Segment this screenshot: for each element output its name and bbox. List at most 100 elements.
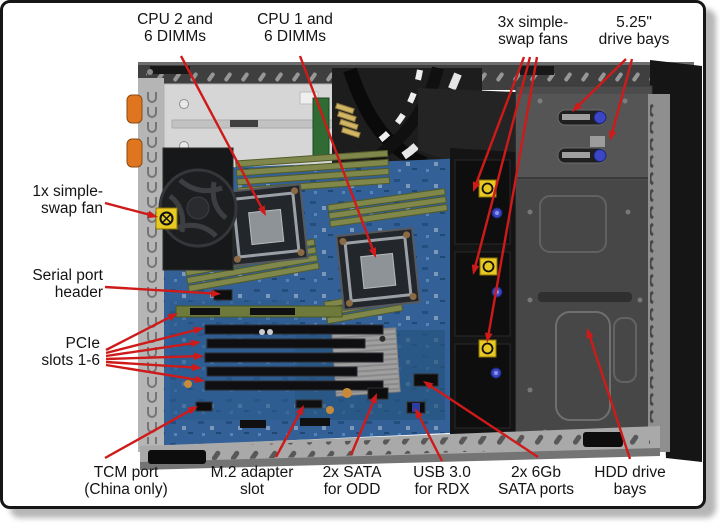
- cpu1-arrow: [298, 55, 375, 252]
- sata-6gb-arrow: [428, 383, 539, 459]
- hdd-arrow-head: [586, 328, 594, 339]
- callout-tcm-line1: TCM port: [93, 464, 159, 481]
- callout-serial-line2: header: [54, 283, 103, 301]
- callout-fan-1x: 1x simple- swap fan: [6, 183, 103, 217]
- fan3x-arrow-1-head: [472, 181, 481, 192]
- callout-fan1x-line2: swap fan: [40, 199, 103, 217]
- callout-cpu1: CPU 1 and 6 DIMMs: [232, 11, 358, 45]
- sata-6gb-ports: [413, 373, 439, 387]
- left-fan: [155, 147, 238, 271]
- callout-sata-6gb-line2: SATA ports: [497, 480, 575, 498]
- pcie-arrow-3: [105, 341, 195, 358]
- pcie-arrow-3-head: [190, 339, 201, 348]
- callout-fans-3x: 3x simple- swap fans: [470, 14, 596, 48]
- serial-arrow-head: [210, 289, 221, 298]
- fan-warning-label: [479, 257, 498, 276]
- fan-warning-label: [478, 339, 497, 358]
- callout-sata-6gb: 2x 6Gb SATA ports: [480, 464, 592, 498]
- cpu2-arrow-head: [257, 205, 266, 216]
- fan-thumbscrews: [490, 207, 503, 379]
- pcie-slots: [175, 305, 384, 391]
- fan3x-arrow-2-head: [471, 264, 480, 275]
- callout-hdd-line1: HDD drive: [594, 464, 666, 481]
- callout-pcie-slots: PCIe slots 1-6: [6, 335, 100, 369]
- callout-bays525-line1: 5.25": [616, 14, 652, 31]
- callout-usb-rdx: USB 3.0 for RDX: [390, 464, 494, 498]
- pcie-arrow-4-head: [193, 352, 204, 361]
- serial-arrow: [104, 285, 215, 295]
- fan-warning-label: [155, 207, 178, 230]
- callout-pcie-line1: PCIe: [65, 335, 100, 352]
- drive-cage: [515, 85, 670, 453]
- fan1x-arrow-head: [147, 210, 158, 219]
- callout-sata-6gb-line1: 2x 6Gb: [511, 464, 561, 481]
- power-connector: [334, 102, 361, 139]
- m2-adapter-slot: [295, 399, 323, 409]
- hdd-arrow: [588, 334, 632, 460]
- callout-fan1x-line1: 1x simple-: [32, 183, 103, 200]
- callout-m2-line2: slot: [239, 480, 265, 498]
- fan3x-arrow-3: [487, 56, 539, 337]
- callout-bays525-line2: drive bays: [598, 30, 670, 48]
- sata-odd-arrow-head: [369, 393, 377, 404]
- optical-drive-bays: [516, 94, 648, 179]
- pcie-arrow-1: [105, 315, 173, 352]
- callout-cpu2-line1: CPU 2 and: [137, 11, 213, 28]
- callout-sata-odd-line2: for ODD: [323, 480, 381, 498]
- fan3x-arrow-3-head: [484, 332, 493, 343]
- callout-sata-odd-line1: 2x SATA: [322, 464, 382, 481]
- chassis-left-rail: [138, 69, 164, 452]
- bay525-arrow-2-head: [608, 130, 617, 141]
- fan3x-arrow-1: [474, 56, 526, 186]
- chassis-foot: [583, 432, 623, 447]
- m2-arrow: [274, 410, 302, 458]
- bay-thumbscrew: [593, 149, 607, 162]
- chassis-bottom-rail: [140, 426, 660, 470]
- chassis-foot: [148, 450, 206, 464]
- usb-rdx-arrow: [417, 413, 444, 462]
- fan1x-arrow: [104, 201, 152, 217]
- callout-serial-header: Serial port header: [6, 267, 103, 301]
- callout-arrows: [104, 55, 634, 462]
- pcie-arrow-4: [105, 355, 198, 361]
- callout-cpu1-line1: CPU 1 and: [257, 11, 333, 28]
- callout-fans3x-line2: swap fans: [498, 30, 568, 48]
- callout-m2-line1: M.2 adapter: [210, 464, 294, 481]
- callout-serial-line1: Serial port: [32, 267, 103, 284]
- sata-odd-arrow: [349, 398, 376, 456]
- board-edge-connectors: [195, 289, 439, 428]
- rear-handles: [126, 94, 143, 168]
- sata-6gb-arrow-head: [423, 381, 434, 390]
- callout-cpu1-line2: 6 DIMMs: [264, 27, 326, 45]
- cpu2-arrow: [179, 55, 264, 211]
- pcie-arrow-6-head: [194, 375, 205, 384]
- tcm-arrow: [104, 408, 193, 460]
- callout-tcm-port: TCM port (China only): [64, 464, 188, 498]
- sata-odd-ports: [367, 387, 389, 400]
- callout-cpu2-line2: 6 DIMMs: [144, 27, 206, 45]
- callout-hdd-bays: HDD drive bays: [574, 464, 686, 498]
- callout-usb-rdx-line2: for RDX: [414, 480, 470, 498]
- pcie-arrow-6: [105, 363, 199, 382]
- pcie-arrow-5: [105, 360, 196, 369]
- tcm-port: [195, 401, 213, 412]
- callout-pcie-line2: slots 1-6: [41, 351, 100, 369]
- tcm-arrow-head: [187, 406, 198, 415]
- bay525-arrow-1-head: [572, 102, 582, 112]
- drive-rail: [648, 94, 670, 452]
- bay-thumbscrew: [593, 111, 607, 124]
- hdd-cage: [516, 180, 648, 452]
- cpu1-socket: [335, 227, 421, 311]
- cpu2-socket: [223, 183, 309, 267]
- callout-525-bays: 5.25" drive bays: [574, 14, 694, 48]
- bay525-arrow-2: [610, 58, 634, 135]
- m2-arrow-head: [295, 405, 304, 416]
- fan-column: [450, 148, 516, 452]
- fan3x-arrow-2: [473, 56, 532, 269]
- pcie-arrow-2: [105, 328, 198, 355]
- pcie-arrow-2-head: [193, 326, 204, 335]
- pcie-arrow-1-head: [167, 313, 178, 321]
- callout-usb-rdx-line1: USB 3.0: [413, 464, 471, 481]
